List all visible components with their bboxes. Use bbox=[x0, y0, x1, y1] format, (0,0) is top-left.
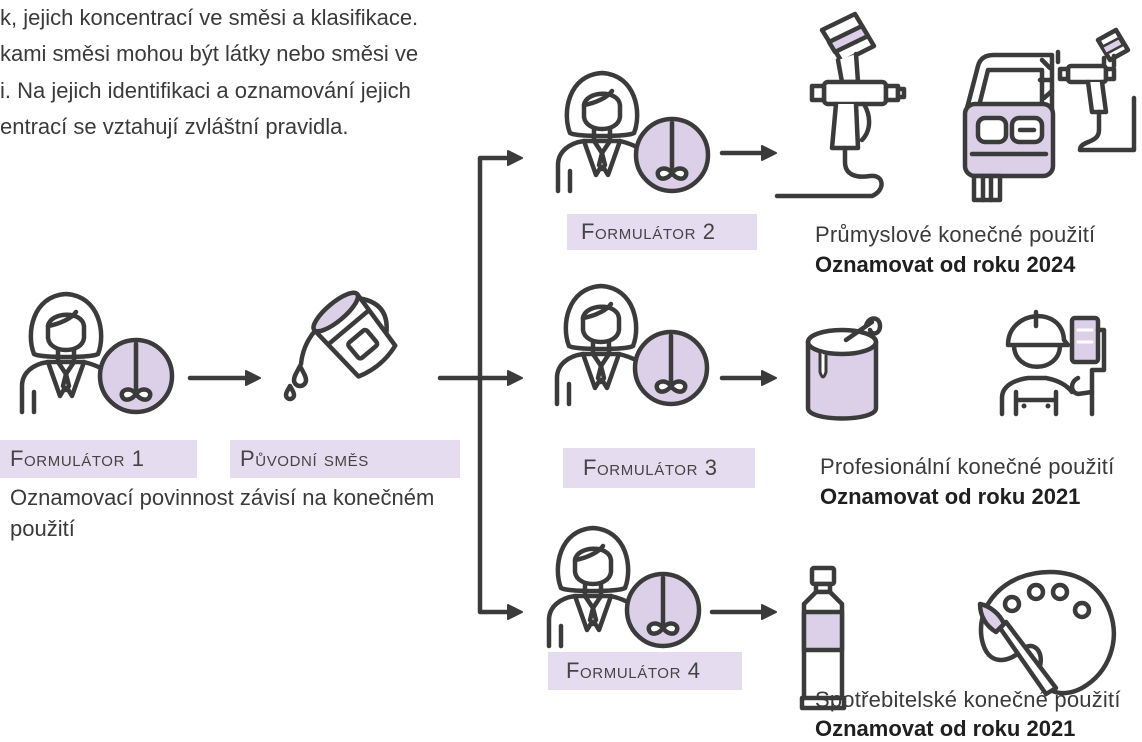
professional-use-deadline: Oznamovat od roku 2021 bbox=[820, 484, 1081, 509]
intro-line-4: entrací se vztahují zvláštní pravidla. bbox=[0, 114, 349, 139]
notification-note-line-1: Oznamovací povinnost závisí na konečném bbox=[10, 485, 435, 510]
formulator-2-label-text: Formulátor 2 bbox=[581, 219, 716, 244]
industrial-use-deadline: Oznamovat od roku 2024 bbox=[815, 252, 1076, 277]
professional-use-label: Profesionální konečné použití bbox=[820, 454, 1115, 479]
painter-icon bbox=[999, 309, 1107, 417]
mixture-label-text: Původní směs bbox=[240, 446, 369, 471]
arrowhead-to-formulator-2 bbox=[507, 150, 523, 166]
consumer-use-label: Spotřebitelské konečné použití bbox=[815, 687, 1121, 712]
arrow-formulator-1-to-mixture bbox=[187, 370, 261, 386]
formulator-3-label: Formulátor 3 bbox=[563, 448, 755, 488]
branch-connector bbox=[437, 150, 523, 620]
car-spraying-icon bbox=[962, 27, 1137, 203]
formulator-4-label-text: Formulátor 4 bbox=[566, 658, 701, 683]
paint-bucket-icon bbox=[283, 290, 398, 402]
mixture-label: Původní směs bbox=[230, 440, 460, 478]
formulator-1-icon bbox=[22, 294, 172, 412]
formulator-1-label-text: Formulátor 1 bbox=[10, 446, 145, 471]
formulator-3-icon bbox=[557, 286, 707, 404]
arrow-formulator-2-to-use bbox=[719, 145, 777, 161]
arrow-formulator-3-to-use bbox=[719, 370, 777, 386]
formulator-4-icon bbox=[549, 528, 699, 646]
palette-icon bbox=[977, 569, 1116, 697]
arrow-formulator-4-to-use bbox=[709, 604, 777, 620]
formulator-2-label: Formulátor 2 bbox=[567, 214, 757, 250]
arrowhead-to-formulator-3 bbox=[507, 370, 523, 386]
intro-line-2: kami směsi mohou být látky nebo směsi ve bbox=[0, 41, 419, 66]
paint-tube-icon bbox=[799, 565, 847, 711]
industrial-use-label: Průmyslové konečné použití bbox=[815, 222, 1096, 247]
formulator-4-label: Formulátor 4 bbox=[548, 652, 742, 690]
notification-note-line-2: použití bbox=[10, 516, 75, 541]
spray-gun-icon bbox=[774, 11, 907, 199]
formulator-3-label-text: Formulátor 3 bbox=[583, 455, 718, 480]
formulator-1-label: Formulátor 1 bbox=[0, 440, 197, 478]
consumer-use-deadline: Oznamovat od roku 2021 bbox=[815, 716, 1076, 741]
intro-line-1: k, jejich koncentrací ve směsi a klasifi… bbox=[0, 5, 419, 30]
arrowhead-to-formulator-4 bbox=[507, 604, 523, 620]
intro-line-3: i. Na jejich identifikaci a oznamování j… bbox=[0, 78, 411, 103]
formulator-2-icon bbox=[558, 73, 708, 191]
paint-can-icon bbox=[805, 316, 883, 421]
